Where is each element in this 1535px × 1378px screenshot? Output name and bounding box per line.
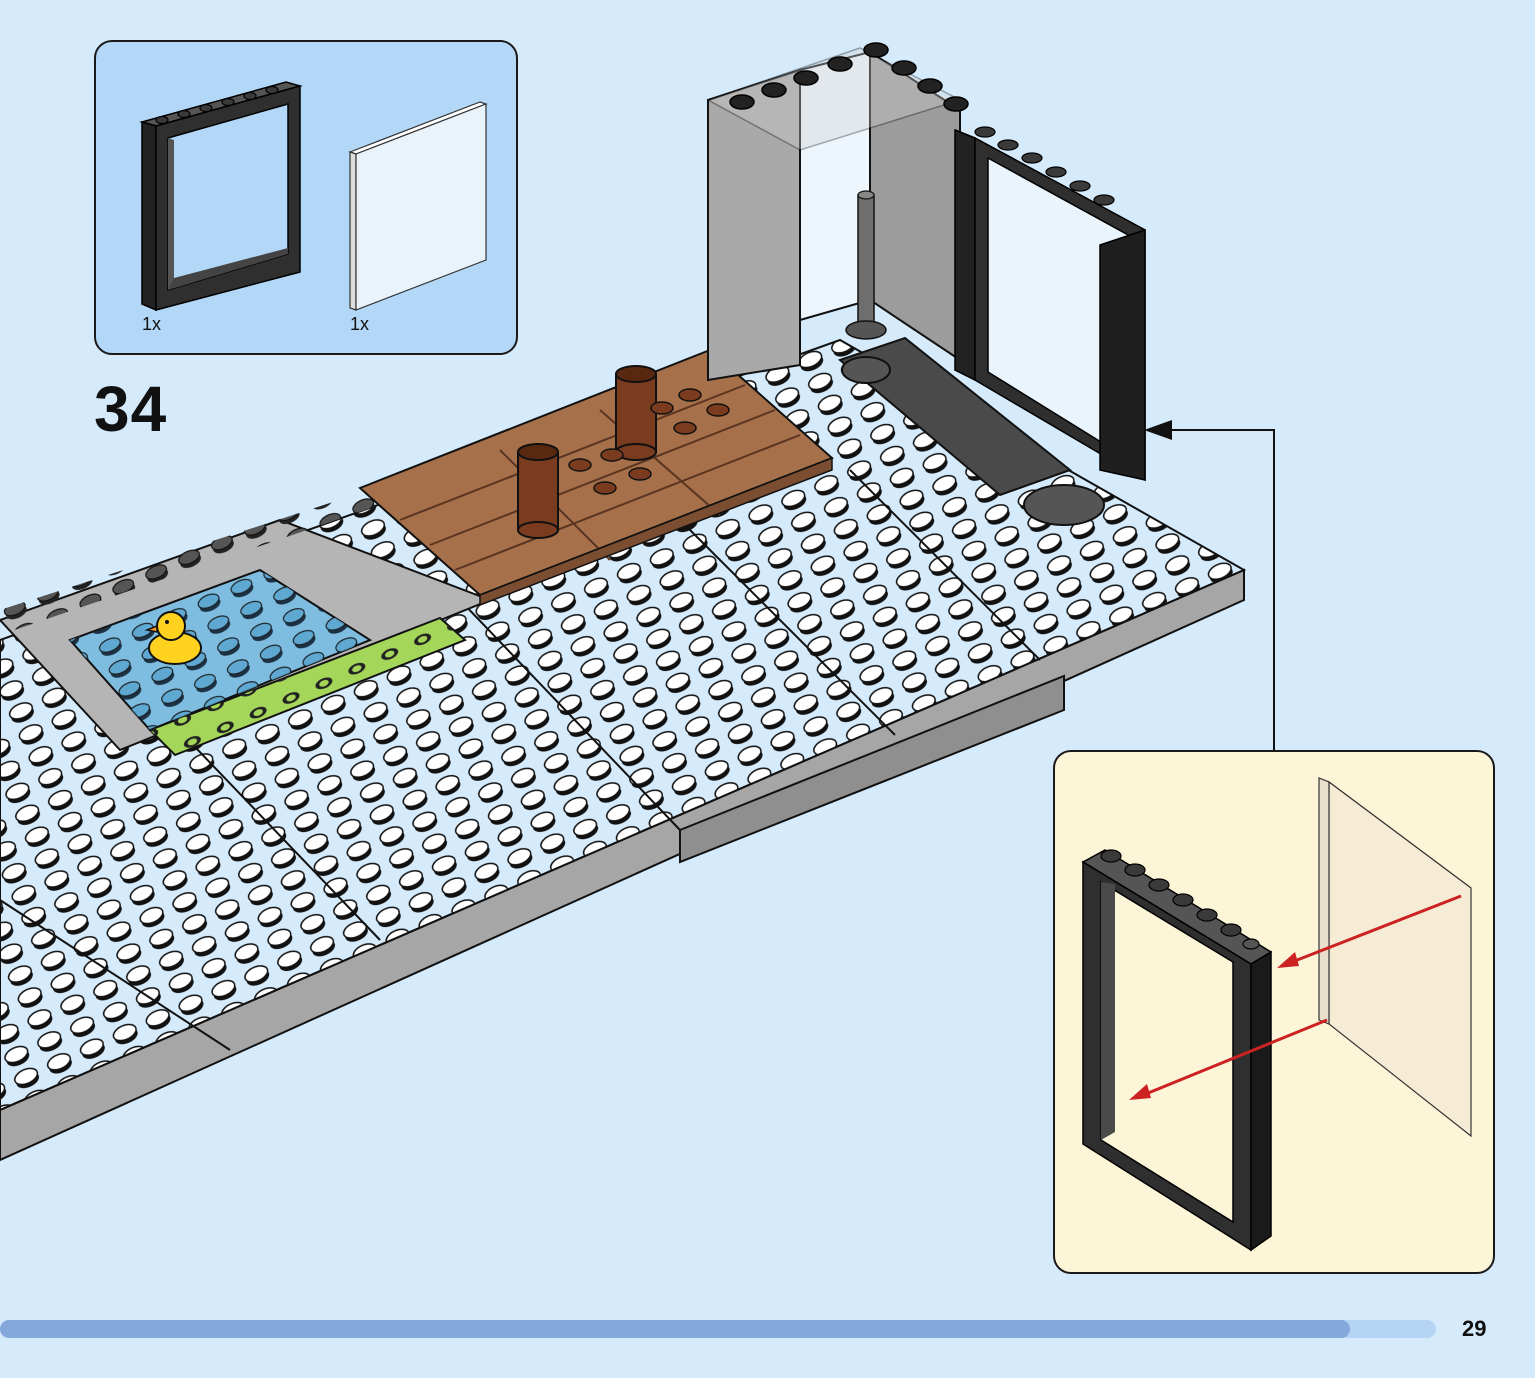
installed-door-frame	[954, 126, 1146, 482]
door-frame-part-icon	[139, 81, 303, 312]
book-progress-fill	[0, 1320, 1350, 1338]
wall-top-studs	[729, 42, 969, 112]
wall-left-column	[707, 68, 801, 382]
parts-list-art	[139, 81, 488, 312]
parts-list-box: 1x 1x	[94, 40, 518, 355]
dark-floor-tile	[838, 336, 1073, 497]
step-number: 34	[94, 373, 168, 445]
baseplate-under-step	[679, 674, 1065, 864]
door-frame-qty: 1x	[142, 314, 162, 334]
callout-glass-pane-icon	[1318, 777, 1472, 1138]
round-tile-left	[841, 356, 891, 384]
glass-pane-qty: 1x	[350, 314, 370, 334]
round-tile-right	[1023, 484, 1105, 526]
callout-door-frame-icon	[1081, 849, 1273, 1252]
wood-studs	[568, 388, 730, 495]
sub-assembly-art	[1081, 777, 1472, 1252]
grass-studs	[150, 618, 465, 755]
dock-post-left	[517, 443, 559, 539]
page-number: 29	[1462, 1316, 1487, 1341]
rubber-duck	[144, 611, 202, 665]
dock-post-right	[615, 365, 657, 461]
callout-insert-arrows	[1129, 894, 1462, 1100]
lamp-post	[845, 190, 887, 340]
callout-connector	[1170, 429, 1275, 750]
main-model-illustration	[0, 42, 1275, 1162]
glass-pane-part-icon	[348, 101, 488, 311]
sub-assembly-callout	[1053, 750, 1495, 1274]
gray-stud-row	[0, 490, 380, 635]
callout-connector-arrow	[1144, 420, 1172, 440]
pond-studs	[70, 570, 370, 730]
book-progress-bar	[0, 1320, 1436, 1338]
